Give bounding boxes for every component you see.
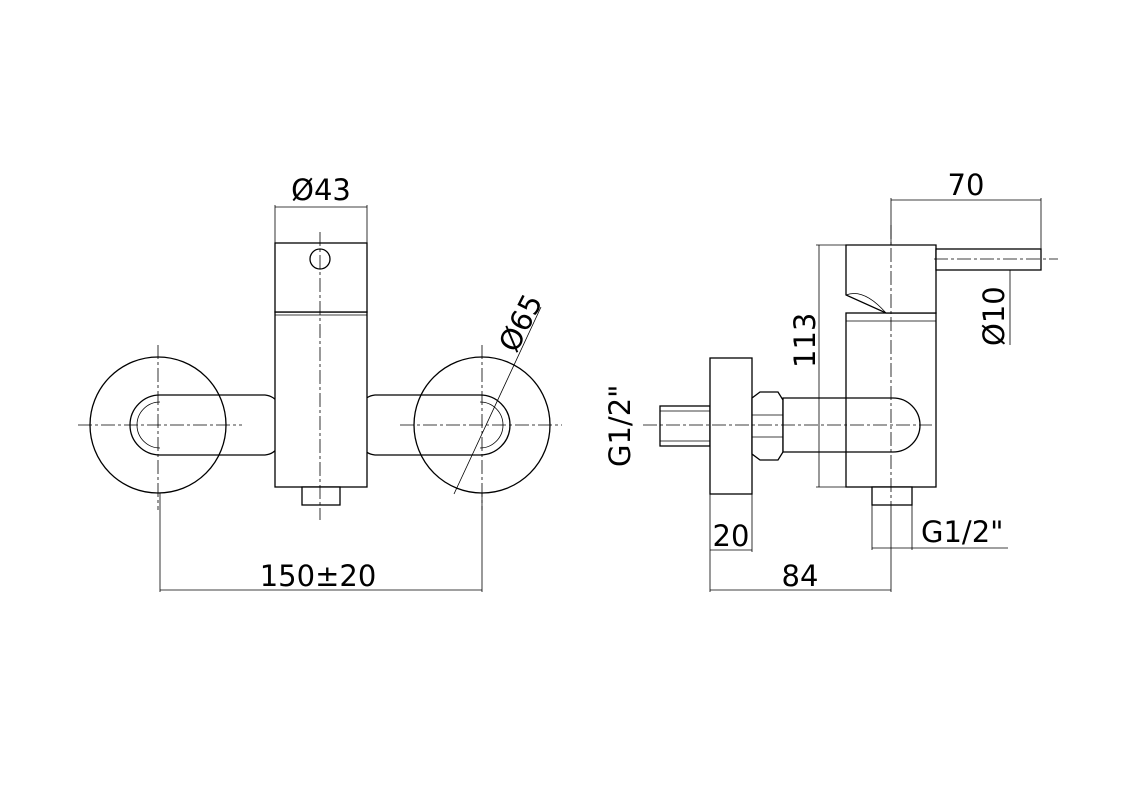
outlet-thread-label: G1/2" xyxy=(921,515,1003,549)
center-distance-label: 150±20 xyxy=(260,559,377,593)
flange-thickness-label: 20 xyxy=(713,519,750,553)
front-view: Ø43 Ø65 150±20 xyxy=(78,173,562,593)
side-wall-flange xyxy=(709,357,753,495)
mixer-body xyxy=(274,311,368,488)
side-view: 70 113 Ø10 G1/2" 20 84 G1/2" xyxy=(603,168,1058,593)
bottom-outlet xyxy=(301,486,341,506)
depth-label: 84 xyxy=(782,559,819,593)
inlet-thread-label: G1/2" xyxy=(603,385,637,467)
projection-label: 70 xyxy=(948,168,985,202)
flange-diameter-label: Ø65 xyxy=(492,289,549,358)
side-outlet xyxy=(871,486,913,506)
cartridge-cap xyxy=(274,242,368,313)
lever xyxy=(935,248,1042,271)
inlet-connector xyxy=(659,405,711,447)
body-diameter-label: Ø43 xyxy=(291,173,351,207)
lever-diameter-label: Ø10 xyxy=(977,286,1011,346)
height-label: 113 xyxy=(788,313,822,368)
hex-nut xyxy=(751,391,784,461)
